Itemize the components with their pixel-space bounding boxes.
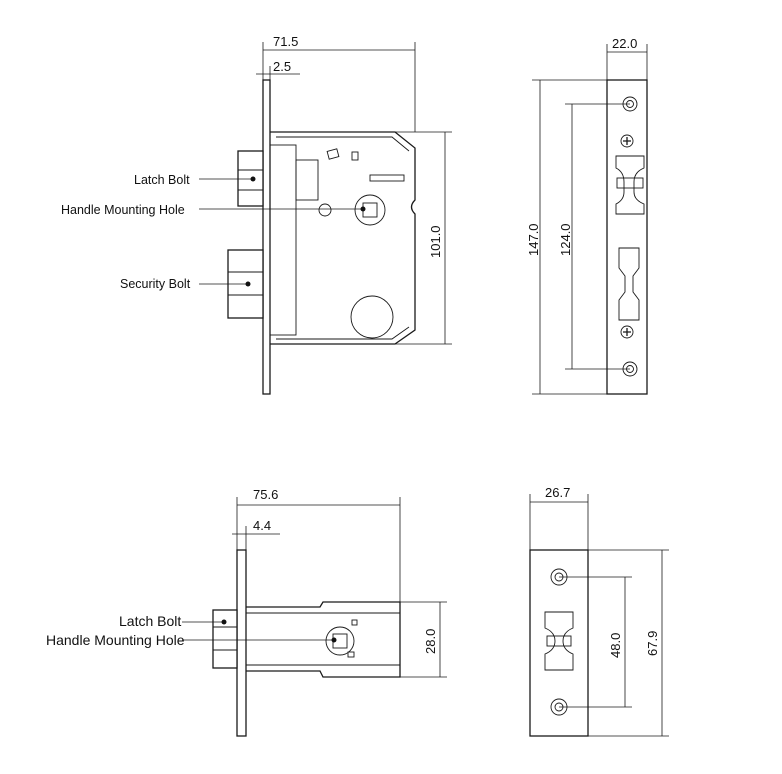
dim-latch-front-width-label: 26.7 [545, 485, 570, 500]
dim-front-width-label: 22.0 [612, 36, 637, 51]
tubular-latch-bolt [212, 609, 238, 669]
dim-height-label: 101.0 [428, 225, 443, 258]
dim-width-label: 71.5 [273, 34, 298, 49]
latch-body [246, 601, 401, 678]
faceplate-front-view: 22.0 147.0 124.0 [526, 36, 648, 395]
latch-bolt [237, 150, 264, 207]
dim-front-total-label: 147.0 [526, 223, 541, 256]
handle-hub [354, 194, 386, 226]
mortise-lock-side-view: 71.5 2.5 101.0 Latch Bolt Handle Mountin… [61, 34, 452, 395]
latch-bolt-label-2: Latch Bolt [119, 613, 181, 629]
latch-front-plate [529, 549, 589, 737]
latch-faceplate [236, 549, 247, 737]
dim-latch-height-label: 28.0 [423, 629, 438, 654]
dim-latch-width-label: 75.6 [253, 487, 278, 502]
dim-latch-front-holes-label: 48.0 [608, 633, 623, 658]
dim-plate-label: 2.5 [273, 59, 291, 74]
dim-front-holes-label: 124.0 [558, 223, 573, 256]
tubular-latch-side-view: 75.6 4.4 28.0 Latch Bolt Handle Mounting… [46, 487, 447, 737]
front-plate [606, 79, 648, 395]
handle-hole-label-2: Handle Mounting Hole [46, 632, 185, 648]
lock-body [270, 131, 416, 345]
cylinder-hole [350, 295, 394, 339]
dim-latch-plate-label: 4.4 [253, 518, 271, 533]
handle-hole-label: Handle Mounting Hole [61, 203, 185, 217]
latch-front-view: 26.7 48.0 67.9 [529, 485, 669, 737]
latch-bolt-label: Latch Bolt [134, 173, 190, 187]
faceplate [262, 79, 271, 395]
security-bolt-label: Security Bolt [120, 277, 191, 291]
dim-latch-front-total-label: 67.9 [645, 631, 660, 656]
